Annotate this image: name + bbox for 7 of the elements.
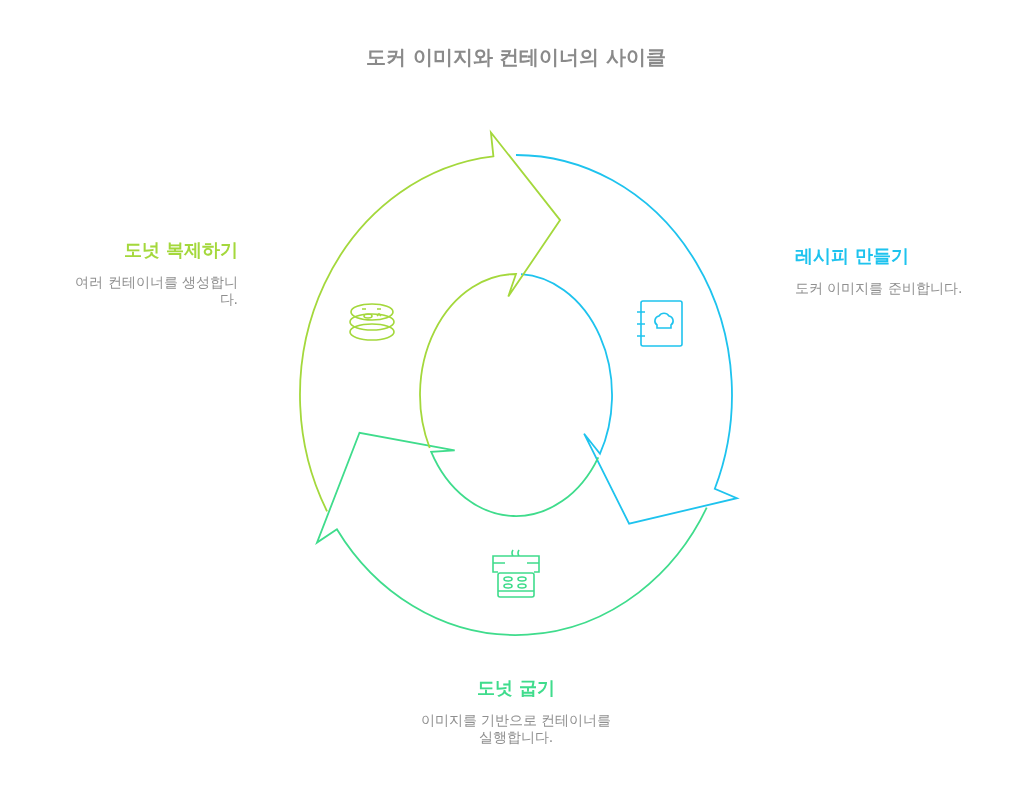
- stage-heading: 도넛 굽기: [475, 676, 557, 700]
- stage-description: 도커 이미지를 준비합니다.: [795, 280, 964, 297]
- stage-heading: 도넛 복제하기: [122, 238, 238, 262]
- title: 도커 이미지와 컨테이너의 사이클: [364, 44, 668, 71]
- stage-description: 여러 컨테이너를 생성합니다.: [74, 274, 238, 308]
- stage-heading: 레시피 만들기: [795, 244, 911, 268]
- stage-description: 이미지를 기반으로 컨테이너를 실행합니다.: [419, 712, 613, 746]
